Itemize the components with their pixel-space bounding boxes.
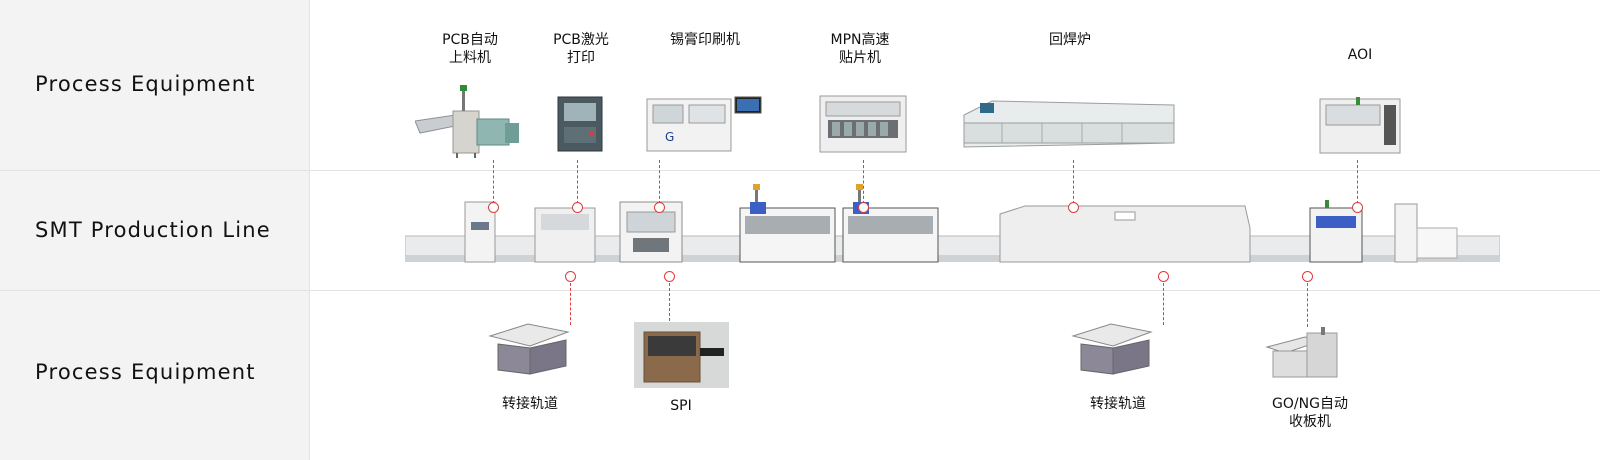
spi-machine-image [634,322,729,388]
go-ng-unloader-image [1265,325,1345,383]
row-divider-top [0,170,1600,171]
connector-transfer-rail-2 [1163,283,1164,325]
connector-dot-spi [664,271,675,282]
label-transfer-rail-2: 转接轨道 [1090,396,1146,412]
connector-solder-printer [659,160,660,204]
label-reflow-oven: 回焊炉 [1049,32,1091,48]
connector-dot-transfer-rail-1 [565,271,576,282]
label-spi: SPI [670,398,692,414]
connector-go-ng-unloader [1307,283,1308,327]
mpn-chip-mounter-image [818,92,908,154]
smt-production-line-image [405,178,1500,278]
pcb-loader-image [415,83,525,158]
label-solder-printer: 锡膏印刷机 [670,32,740,48]
row-label-top: Process Equipment [35,72,256,96]
label-transfer-rail-1: 转接轨道 [502,396,558,412]
connector-dot-mpn-placer [858,202,869,213]
connector-aoi [1357,160,1358,204]
transfer-rail-2-image [1071,318,1161,378]
connector-transfer-rail-1 [570,283,571,325]
svg-text:G: G [665,130,674,144]
connector-dot-solder-printer [654,202,665,213]
row-label-bottom: Process Equipment [35,360,256,384]
connector-dot-go-ng-unloader [1302,271,1313,282]
connector-dot-aoi [1352,202,1363,213]
solder-paste-printer-image: G [645,93,765,153]
connector-mpn-placer [863,160,864,204]
label-aoi: AOI [1347,47,1373,63]
connector-dot-pcb-laser [572,202,583,213]
aoi-machine-image [1318,95,1403,155]
connector-spi [669,283,670,321]
connector-reflow-oven [1073,160,1074,204]
connector-dot-pcb-loader [488,202,499,213]
transfer-rail-1-image [488,318,578,378]
row-label-middle: SMT Production Line [35,218,271,242]
label-go-ng-unloader: GO/NG自动收板机 [1272,396,1348,430]
label-mpn-placer: MPN高速贴片机 [830,32,890,66]
label-pcb-loader: PCB自动上料机 [442,32,498,66]
connector-pcb-loader [493,160,494,204]
pcb-laser-image [556,95,606,155]
connector-dot-reflow-oven [1068,202,1079,213]
connector-pcb-laser [577,160,578,204]
row-divider-bottom [0,290,1600,291]
connector-dot-transfer-rail-2 [1158,271,1169,282]
reflow-oven-image [962,95,1177,153]
label-pcb-laser: PCB激光打印 [553,32,609,66]
row-label-panel [0,0,310,460]
